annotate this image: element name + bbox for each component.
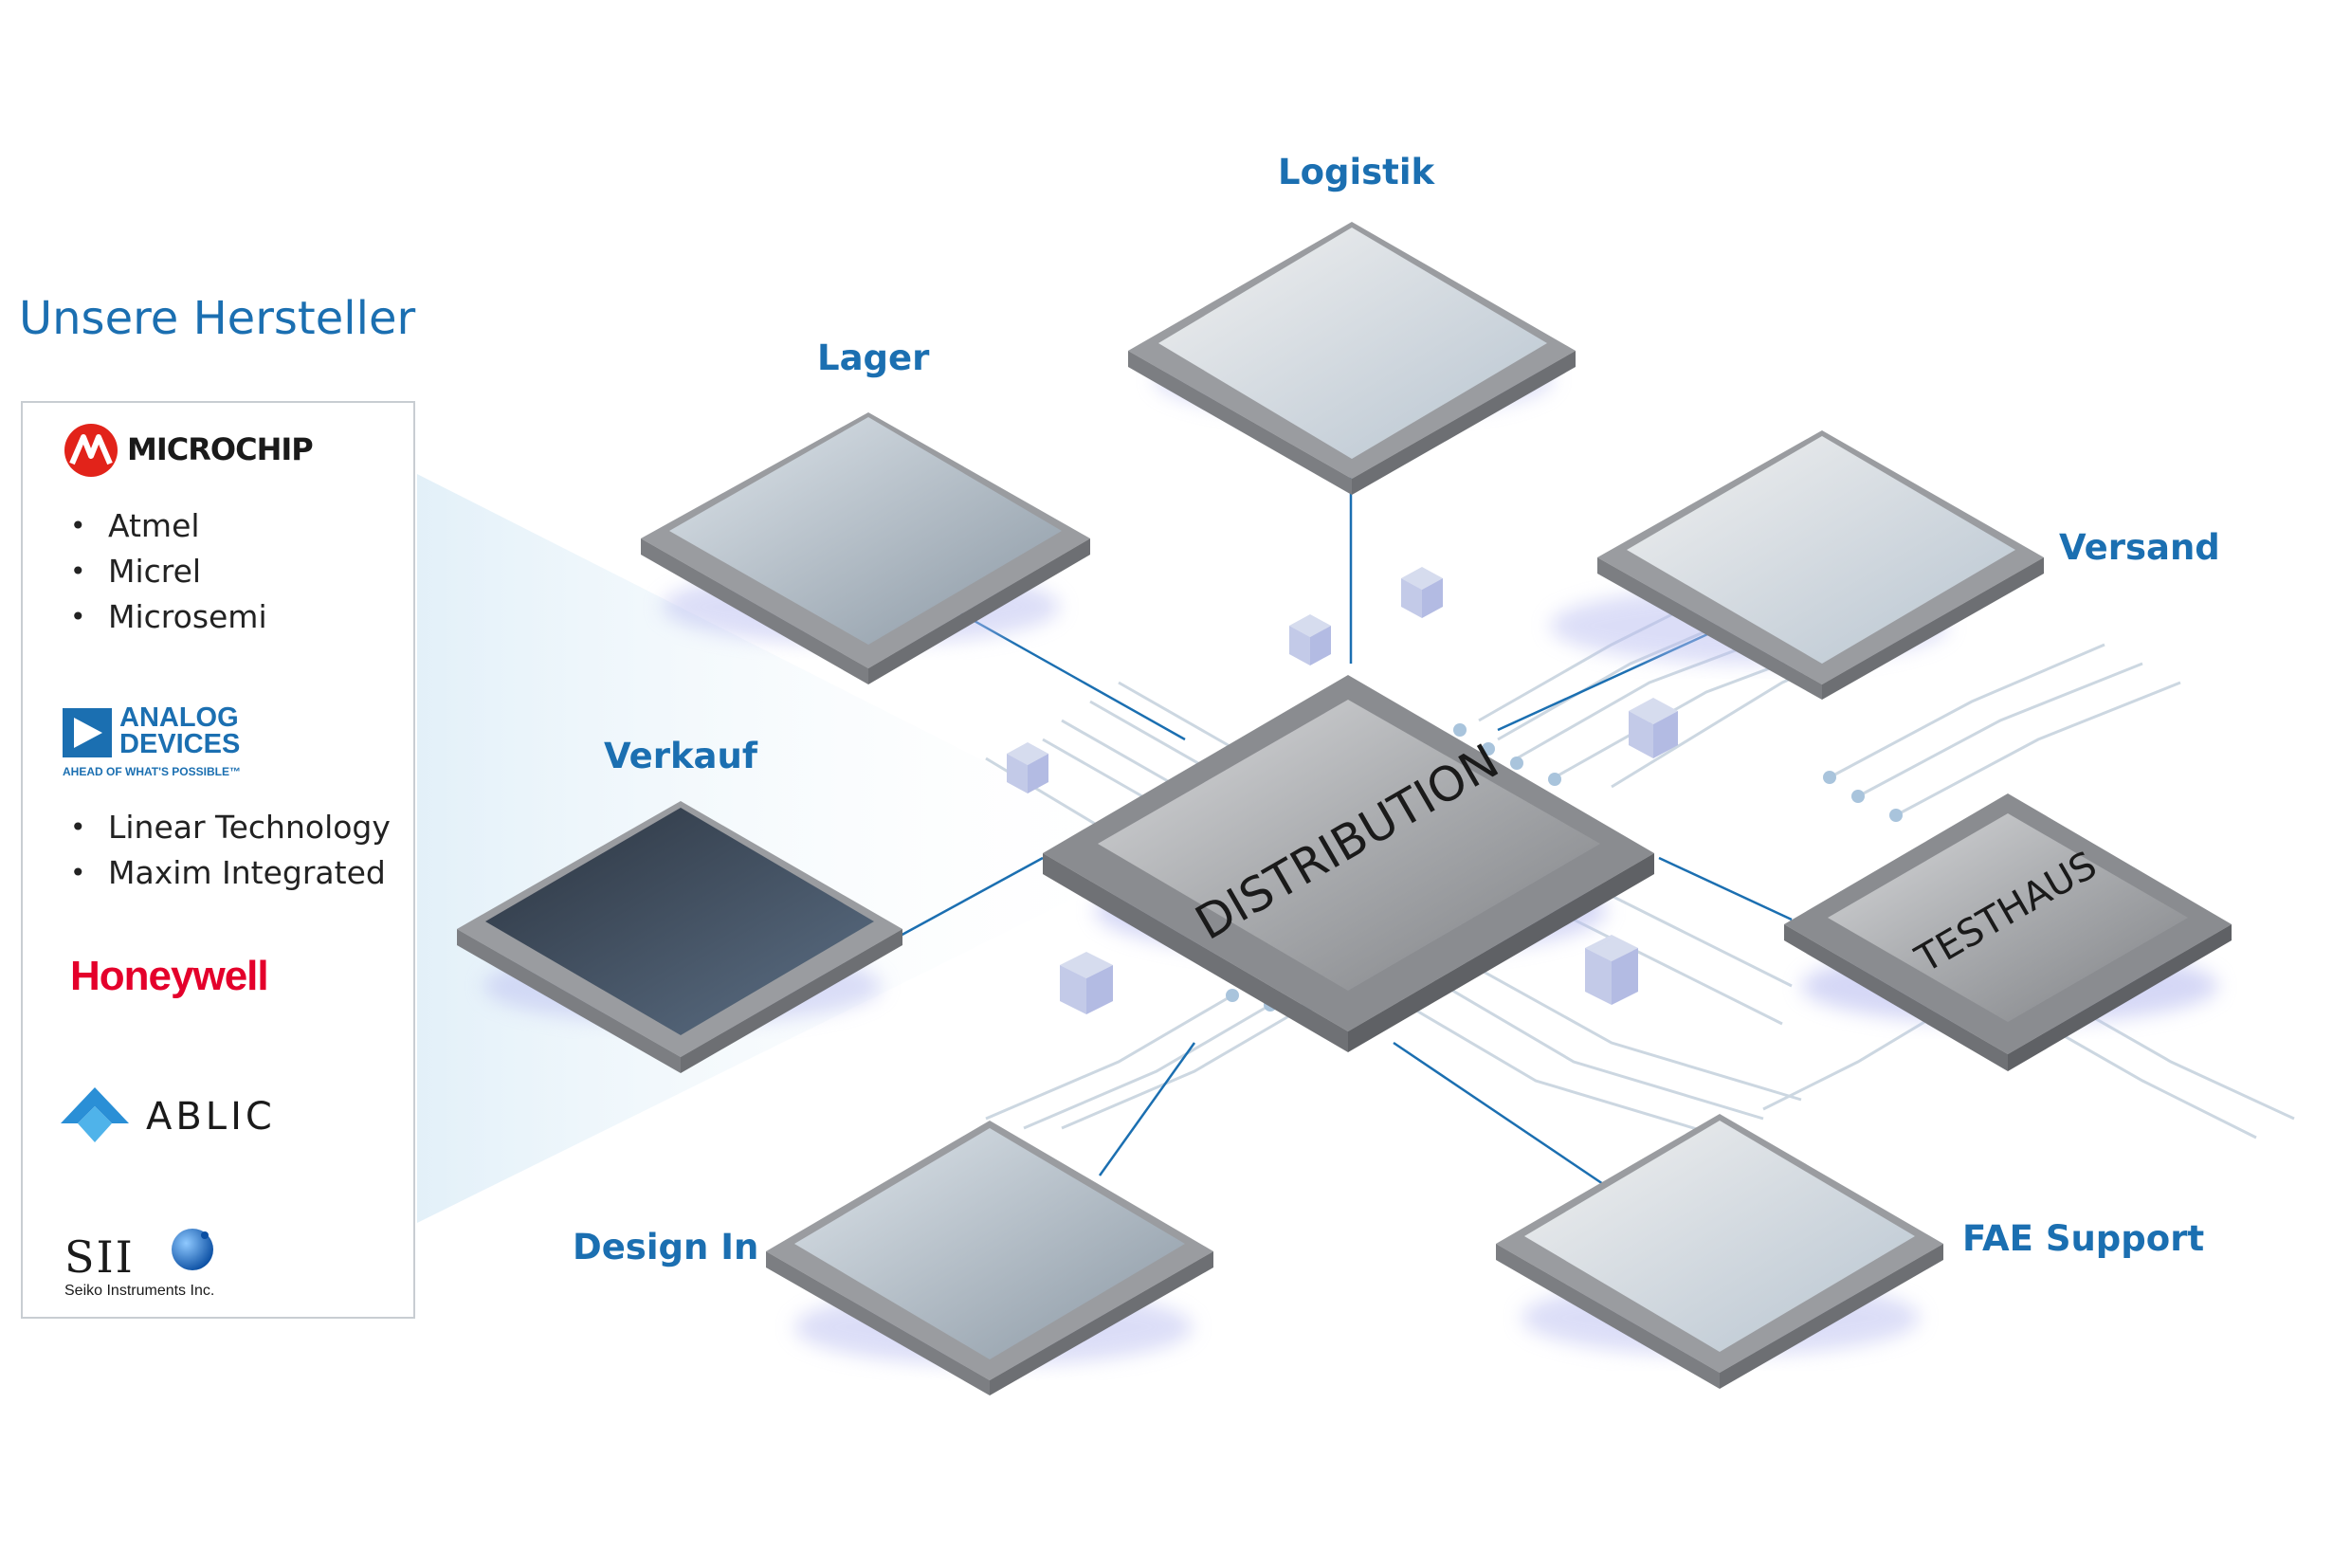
sii-sphere-icon bbox=[172, 1229, 213, 1270]
label-fae-support: FAE Support bbox=[1962, 1218, 2205, 1259]
tile-lager bbox=[641, 412, 1090, 684]
label-verkauf: Verkauf bbox=[604, 736, 757, 776]
tile-logistik bbox=[1128, 222, 1576, 495]
tile-verkauf bbox=[457, 801, 902, 1073]
photo-sales-office bbox=[485, 808, 874, 1035]
photo-warehouse bbox=[669, 417, 1062, 645]
adi-wordmark-line2: DEVICES bbox=[119, 729, 241, 759]
chip-testhaus: TESTHAUS bbox=[1784, 793, 2232, 1071]
chip-distribution: DISTRIBUTION bbox=[1043, 675, 1654, 1052]
photo-meeting bbox=[1524, 1121, 1915, 1352]
photo-shipping bbox=[1627, 436, 2015, 664]
decor-cubes bbox=[1007, 567, 1678, 1014]
label-logistik: Logistik bbox=[1278, 152, 1435, 192]
ablic-logo: ABLIC bbox=[59, 1085, 343, 1152]
microchip-icon bbox=[64, 424, 118, 477]
manufacturers-heading: Unsere Hersteller bbox=[19, 292, 416, 345]
tile-fae-support bbox=[1496, 1114, 1943, 1389]
analog-devices-logo: ANALOG DEVICES AHEAD OF WHAT'S POSSIBLE™ bbox=[63, 704, 347, 780]
photo-scanner bbox=[1158, 228, 1547, 459]
manufacturers-panel: MICROCHIP Atmel Micrel Microsemi ANALOG … bbox=[21, 401, 415, 1319]
sii-logo: SII Seiko Instruments Inc. bbox=[64, 1229, 349, 1307]
tile-versand bbox=[1550, 430, 2044, 700]
ablic-icon bbox=[61, 1087, 129, 1142]
list-item: Linear Technology bbox=[70, 805, 391, 850]
adi-tagline: AHEAD OF WHAT'S POSSIBLE™ bbox=[63, 765, 241, 778]
honeywell-logo: Honeywell bbox=[70, 953, 269, 999]
list-item: Atmel bbox=[70, 503, 267, 549]
microchip-wordmark: MICROCHIP bbox=[127, 431, 314, 467]
adi-subsidiaries: Linear Technology Maxim Integrated bbox=[70, 805, 391, 896]
label-lager: Lager bbox=[817, 337, 930, 378]
analog-devices-icon bbox=[63, 708, 112, 757]
ablic-wordmark: ABLIC bbox=[146, 1095, 276, 1139]
tile-design-in bbox=[766, 1121, 1213, 1395]
list-item: Maxim Integrated bbox=[70, 850, 391, 896]
adi-wordmark-line1: ANALOG bbox=[119, 702, 239, 733]
light-beam bbox=[417, 474, 1166, 1223]
sii-tagline: Seiko Instruments Inc. bbox=[64, 1283, 215, 1299]
microchip-logo: MICROCHIP bbox=[63, 422, 347, 479]
list-item: Micrel bbox=[70, 549, 267, 594]
microchip-subsidiaries: Atmel Micrel Microsemi bbox=[70, 503, 267, 640]
label-design-in: Design In bbox=[573, 1227, 759, 1267]
photo-design-in bbox=[794, 1128, 1185, 1359]
sii-wordmark: SII bbox=[64, 1231, 135, 1283]
list-item: Microsemi bbox=[70, 594, 267, 640]
label-versand: Versand bbox=[2059, 527, 2220, 568]
